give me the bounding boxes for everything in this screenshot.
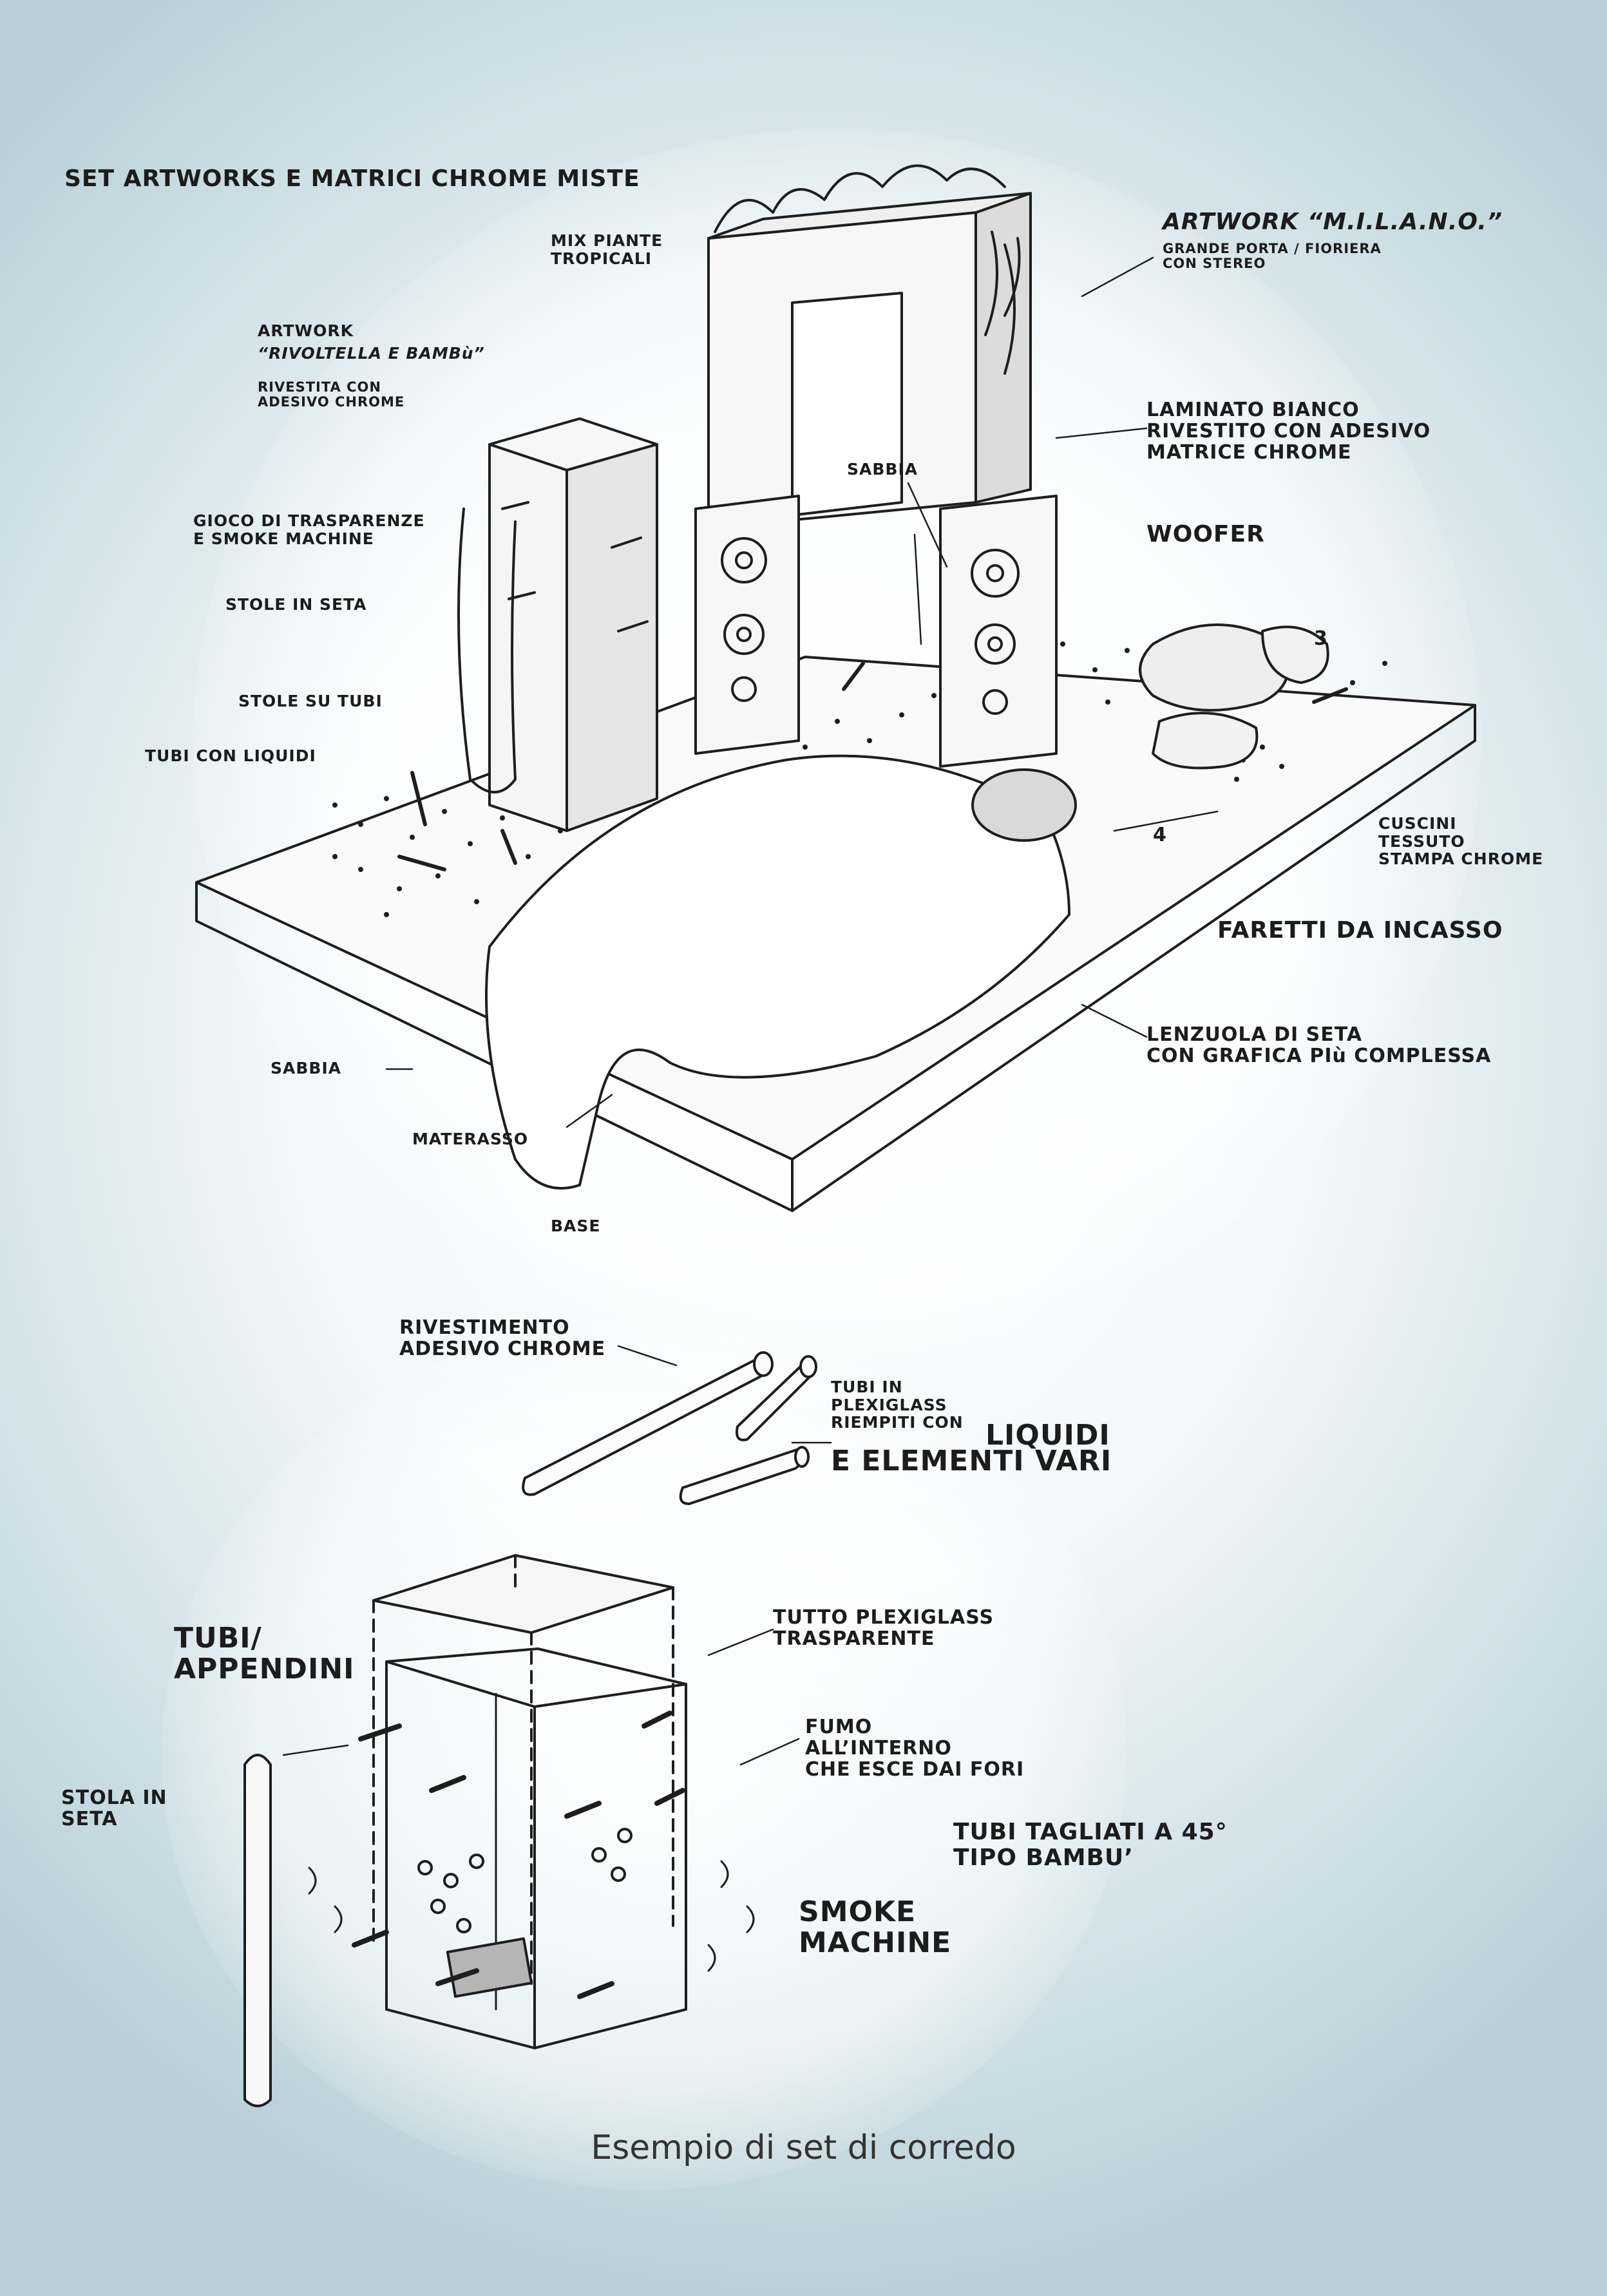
milano-door-artwork [707, 164, 1032, 529]
leader-lines-top [385, 256, 1219, 1128]
plexi-tubes [522, 1345, 832, 1505]
label-base: BASE [551, 1217, 601, 1235]
label-mix-piante: MIX PIANTE TROPICALI [551, 231, 663, 268]
rivoltella-cabinet [457, 417, 658, 832]
label-woofer: WOOFER [1146, 521, 1265, 547]
label-tutto-plexiglass: TUTTO PLEXIGLASS TRASPARENTE [773, 1606, 994, 1650]
liquid-tubes-top [397, 661, 1348, 871]
label-artwork-rivoltella: ARTWORK [258, 321, 354, 340]
label-artwork-rivoltella-name: “RIVOLTELLA E BAMBù” [258, 344, 485, 363]
caption: Esempio di set di corredo [591, 2129, 1016, 2167]
label-number-4: 4 [1153, 824, 1167, 846]
label-lenzuola: LENZUOLA DI SETA CON GRAFICA PIù COMPLES… [1146, 1023, 1492, 1067]
label-stola: STOLA IN SETA [61, 1787, 167, 1830]
label-tubi-liquidi: TUBI CON LIQUIDI [145, 746, 316, 765]
label-stole-seta: STOLE IN SETA [225, 595, 367, 614]
background-glow-bottom [161, 1320, 1127, 2190]
label-stole-tubi: STOLE SU TUBI [238, 692, 383, 710]
label-liquidi: LIQUIDI [985, 1419, 1110, 1452]
label-fumo: FUMO ALL’INTERNO CHE ESCE DAI FORI [805, 1716, 1025, 1781]
label-smoke-machine: SMOKE MACHINE [799, 1895, 952, 1960]
label-artwork-rivoltella-sub: RIVESTITA CON ADESIVO CHROME [258, 379, 405, 410]
label-elementi-vari: E ELEMENTI VARI [831, 1445, 1112, 1477]
label-artwork-milano-sub: GRANDE PORTA / FIORIERA CON STEREO [1163, 241, 1382, 272]
diagram-title: SET ARTWORKS E MATRICI CHROME MISTE [64, 166, 640, 192]
label-faretti: FARETTI DA INCASSO [1217, 917, 1503, 944]
label-sabbia-bottom: SABBIA [271, 1059, 342, 1077]
label-tubi-in: TUBI IN PLEXIGLASS RIEMPITI CON [831, 1378, 964, 1432]
label-sabbia-top: SABBIA [847, 460, 918, 479]
label-tubi-appendini: TUBI/ APPENDINI [174, 1622, 355, 1686]
label-materasso: MATERASSO [412, 1130, 529, 1148]
mattress-sheet [485, 623, 1329, 1190]
label-number-3: 3 [1314, 627, 1328, 650]
label-tubi-tagliati: TUBI TAGLIATI A 45° TIPO BAMBU’ [953, 1819, 1228, 1871]
label-laminato: LAMINATO BIANCO RIVESTITO CON ADESIVO MA… [1146, 399, 1431, 464]
label-gioco: GIOCO DI TRASPARENZE E SMOKE MACHINE [193, 511, 425, 548]
sand-dots [332, 641, 1387, 917]
plexi-cabinet [243, 1554, 800, 2107]
label-artwork-milano: ARTWORK “M.I.L.A.N.O.” [1163, 209, 1503, 235]
label-rivestimento: RIVESTIMENTO ADESIVO CHROME [399, 1316, 606, 1360]
woofer-columns [694, 495, 1058, 768]
label-cuscini: CUSCINI TESSUTO STAMPA CHROME [1378, 814, 1544, 868]
